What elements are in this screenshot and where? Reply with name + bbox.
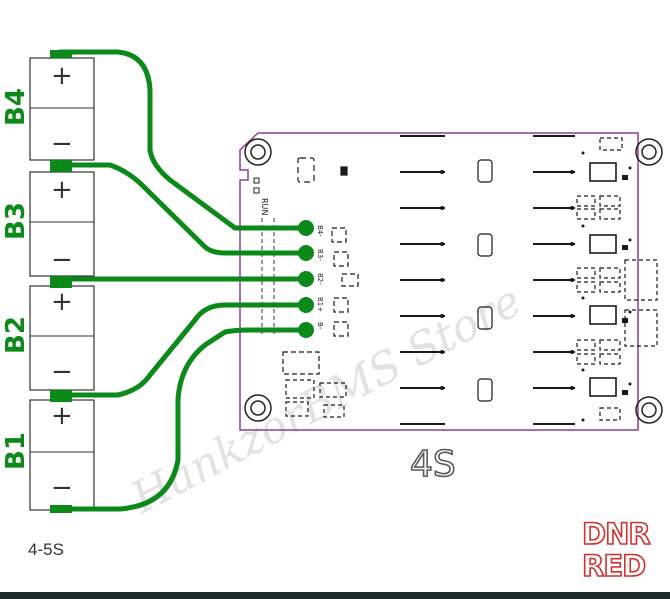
mount-hole-tr xyxy=(635,138,663,166)
trace-b2b1-junction xyxy=(57,302,308,398)
resistor-rows xyxy=(400,135,575,425)
run-label: RUN xyxy=(260,198,269,215)
b3-plus-sign: + xyxy=(51,175,73,205)
mount-hole-tl xyxy=(244,138,272,166)
b3-minus-sign: − xyxy=(51,245,73,275)
terminal-signs: + − + − + − + − xyxy=(51,61,73,503)
pad-b3 xyxy=(298,245,314,261)
bottom-bar xyxy=(0,592,670,599)
trace-b4b3-junction xyxy=(57,162,308,256)
b4-minus-sign: − xyxy=(51,129,73,159)
pin-label-b3: B3- xyxy=(316,249,324,261)
pin-label-b1: B1+ xyxy=(316,297,324,312)
mount-hole-br xyxy=(635,396,663,424)
cell-b3 xyxy=(29,166,95,282)
silkscreen-dots xyxy=(581,151,632,422)
b4-plus-sign: + xyxy=(51,61,73,91)
pin-label-b2: B2- xyxy=(316,273,324,285)
mount-hole-bl xyxy=(244,394,272,422)
pcb-board: RUN B4- B3- B2- B1+ B- xyxy=(239,132,663,431)
pad-bminus xyxy=(298,322,314,338)
pin-label-bminus: B- xyxy=(316,322,324,330)
watermark-text: HankzorBMS Store xyxy=(122,275,529,524)
resistor-dots xyxy=(440,170,574,390)
b2-plus-sign: + xyxy=(51,287,73,317)
variant-caption: 4-5S xyxy=(28,540,64,559)
cell-label-b1: B1 xyxy=(1,432,31,470)
logo-line-2: RED xyxy=(582,549,645,580)
run-led: RUN xyxy=(253,177,269,215)
pad-b4 xyxy=(298,220,314,236)
pin-label-b4: B4- xyxy=(316,225,324,237)
pcb-outline xyxy=(239,132,639,431)
trace-b1-minus xyxy=(57,327,308,512)
b2-minus-sign: − xyxy=(51,357,73,387)
b1-plus-sign: + xyxy=(51,401,73,431)
connector-pads xyxy=(298,220,314,338)
pin-labels: B4- B3- B2- B1+ B- xyxy=(316,225,324,330)
cell-label-b4: B4 xyxy=(1,88,31,126)
board-title: 4S xyxy=(410,444,456,485)
logo-line-1: DNR xyxy=(582,517,650,551)
pad-b1 xyxy=(298,297,314,313)
cell-label-b2: B2 xyxy=(1,316,31,354)
trace-b4-plus xyxy=(57,49,308,231)
wiring-traces xyxy=(57,49,308,512)
dnr-red-logo: DNR RED xyxy=(581,516,652,580)
b1-minus-sign: − xyxy=(51,473,73,503)
cell-label-b3: B3 xyxy=(1,202,31,240)
cell-b2 xyxy=(29,282,95,396)
silkscreen-components xyxy=(282,137,658,421)
pad-b2 xyxy=(298,271,314,287)
